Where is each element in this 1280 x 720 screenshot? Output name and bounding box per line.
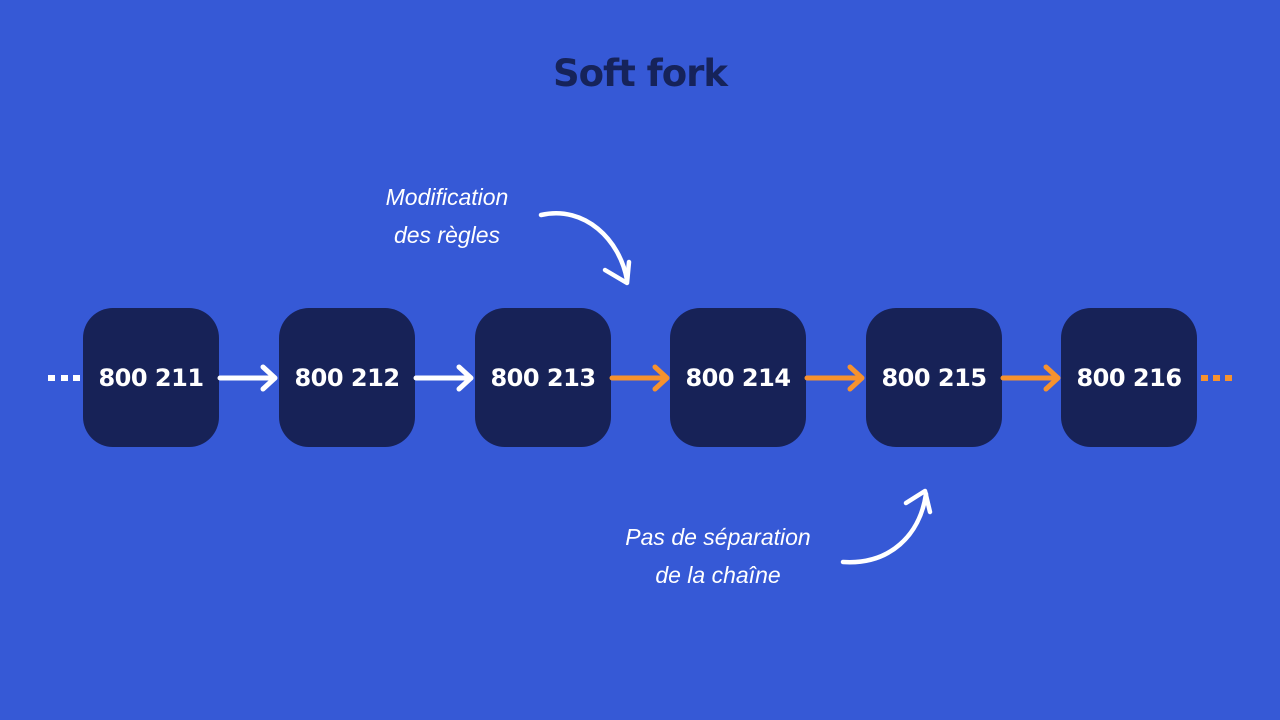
curved-arrow-down-icon bbox=[538, 211, 632, 286]
block-label: 800 216 bbox=[1076, 363, 1182, 392]
arrow-215-216-icon bbox=[1000, 364, 1061, 392]
block-label: 800 213 bbox=[490, 363, 596, 392]
leading-ellipsis-icon bbox=[48, 375, 80, 381]
block-800214: 800 214 bbox=[670, 308, 806, 447]
arrow-211-212-icon bbox=[217, 364, 278, 392]
annotation-line: des règles bbox=[393, 222, 501, 248]
arrow-214-215-icon bbox=[804, 364, 865, 392]
block-label: 800 211 bbox=[98, 363, 204, 392]
block-800216: 800 216 bbox=[1061, 308, 1197, 447]
arrow-213-214-icon bbox=[609, 364, 670, 392]
annotation-no-split: Pas de séparation de la chaîne bbox=[588, 518, 848, 594]
diagram-title: Soft fork bbox=[552, 52, 728, 95]
trailing-ellipsis-icon bbox=[1201, 375, 1232, 381]
block-label: 800 212 bbox=[294, 363, 400, 392]
arrow-212-213-icon bbox=[413, 364, 474, 392]
annotation-line: Pas de séparation bbox=[625, 524, 811, 550]
block-800212: 800 212 bbox=[279, 308, 415, 447]
annotation-rule-change: Modification des règles bbox=[347, 178, 547, 254]
annotation-line: de la chaîne bbox=[655, 562, 781, 588]
block-800213: 800 213 bbox=[475, 308, 611, 447]
block-800211: 800 211 bbox=[83, 308, 219, 447]
annotation-line: Modification bbox=[385, 184, 509, 210]
block-label: 800 215 bbox=[881, 363, 987, 392]
curved-arrow-up-icon bbox=[840, 488, 933, 565]
block-label: 800 214 bbox=[685, 363, 791, 392]
block-800215: 800 215 bbox=[866, 308, 1002, 447]
